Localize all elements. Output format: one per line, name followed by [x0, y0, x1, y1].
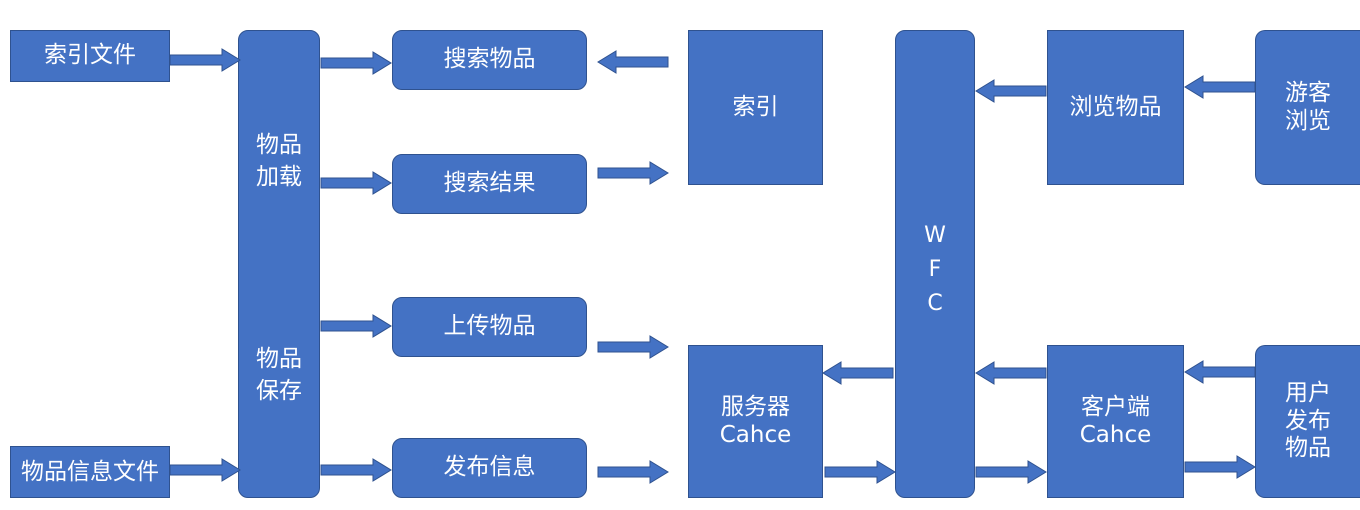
client-cache-node: 客户端 Cahce [1047, 345, 1184, 498]
browse-item-label: 浏览物品 [1069, 93, 1162, 120]
publish-info-node: 发布信息 [392, 438, 587, 498]
arrow-upload-to-server-cache [597, 335, 669, 359]
arrow-to-search-item [320, 51, 392, 75]
arrow-to-upload-item [320, 314, 392, 338]
client-cache-label: 客户端 Cahce [1079, 393, 1152, 448]
index-file-label: 索引文件 [44, 42, 136, 69]
arrow-wfc-to-server-cache [822, 361, 894, 385]
arrow-index-file-to-load [169, 48, 241, 72]
arrow-search-result-to-index [597, 161, 669, 185]
search-item-label: 搜索物品 [443, 46, 536, 73]
arrow-browse-to-wfc [975, 79, 1047, 103]
wfc-node: W F C [895, 30, 975, 498]
search-result-node: 搜索结果 [392, 154, 587, 214]
arrow-server-cache-to-wfc [824, 460, 896, 484]
server-cache-node: 服务器 Cahce [688, 345, 823, 498]
index-label: 索引 [732, 93, 779, 120]
wfc-letter-c: C [927, 291, 943, 316]
arrow-client-cache-to-wfc [975, 361, 1047, 385]
browse-item-node: 浏览物品 [1047, 30, 1184, 185]
item-info-file-node: 物品信息文件 [10, 446, 170, 498]
index-node: 索引 [688, 30, 823, 185]
arrow-to-publish-info [320, 458, 392, 482]
arrow-user-to-client-cache [1184, 360, 1256, 384]
item-load-label: 物品 加载 [256, 132, 302, 190]
wfc-letter-f: F [928, 257, 942, 282]
arrow-index-to-search-item [597, 50, 669, 74]
upload-item-node: 上传物品 [392, 297, 587, 357]
arrow-wfc-to-client-cache [975, 460, 1047, 484]
arrow-client-cache-to-user [1184, 455, 1256, 479]
user-publish-node: 用户 发布 物品 [1255, 345, 1360, 498]
upload-item-label: 上传物品 [443, 313, 536, 340]
wfc-letter-w: W [924, 223, 946, 248]
arrow-info-file-to-save [169, 458, 241, 482]
server-cache-label: 服务器 Cahce [719, 393, 792, 448]
user-publish-label: 用户 发布 物品 [1285, 380, 1331, 462]
publish-info-label: 发布信息 [443, 454, 536, 481]
search-result-label: 搜索结果 [443, 170, 536, 197]
guest-browse-node: 游客 浏览 [1255, 30, 1360, 185]
guest-browse-label: 游客 浏览 [1285, 79, 1331, 134]
arrow-to-search-result [320, 171, 392, 195]
item-save-label: 物品 保存 [256, 346, 302, 404]
item-info-file-label: 物品信息文件 [21, 458, 159, 485]
arrow-publish-to-server-cache [597, 460, 669, 484]
arrow-guest-to-browse [1184, 75, 1256, 99]
search-item-node: 搜索物品 [392, 30, 587, 90]
index-file-node: 索引文件 [10, 30, 170, 82]
item-load-save-node: 物品 加载 物品 保存 [238, 30, 320, 498]
